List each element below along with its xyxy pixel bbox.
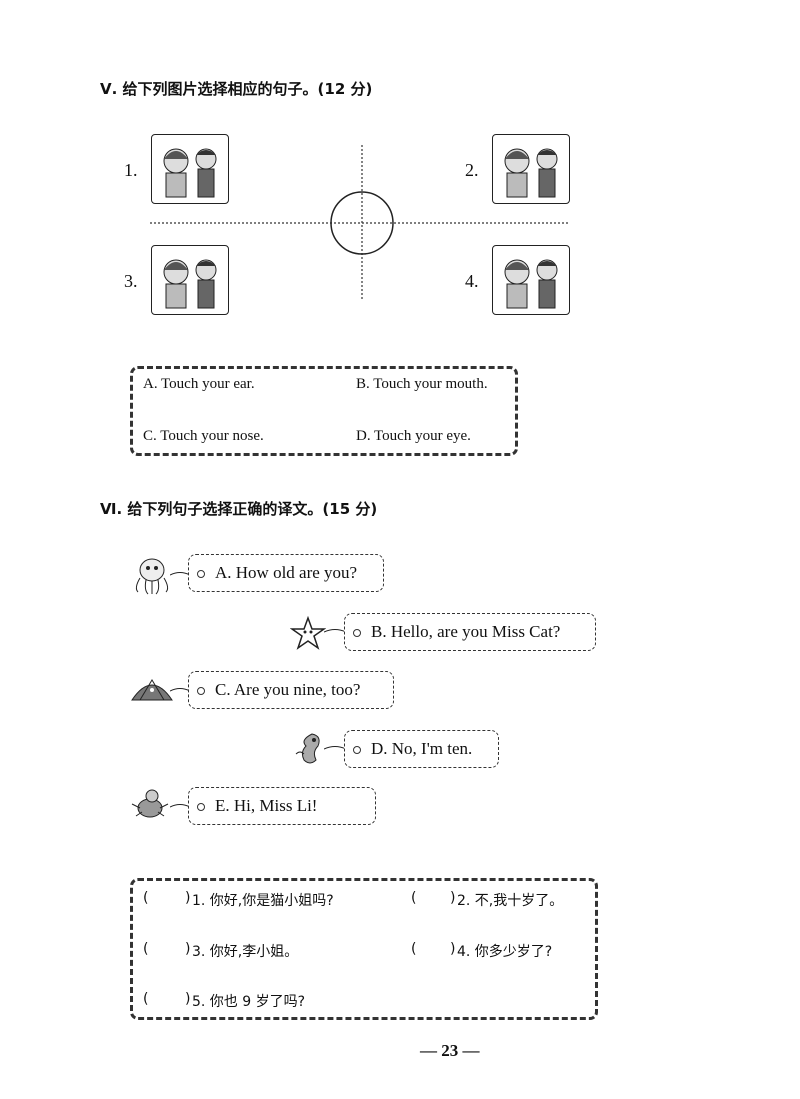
connector-line [324, 629, 346, 633]
bubble-dot [197, 570, 205, 578]
connector-line [170, 572, 190, 576]
connector-line [324, 746, 346, 750]
bubble-dot [353, 746, 361, 754]
picture-number-4: 4. [465, 271, 479, 291]
picture-number-2: 2. [465, 160, 479, 180]
sentence-e-text: E. Hi, Miss Li! [215, 796, 318, 815]
answer-2-open-paren: ( [411, 890, 417, 906]
picture-number-1: 1. [124, 160, 138, 180]
girl-boy-touch-icon [163, 259, 217, 309]
answer-box [130, 878, 598, 1020]
answer-1-close-paren: ) [185, 890, 191, 906]
picture-4 [492, 245, 570, 315]
shell-icon [131, 679, 173, 701]
bubble-dot [197, 687, 205, 695]
answer-4-open-paren: ( [411, 941, 417, 957]
girl-boy-touch-icon [163, 148, 217, 198]
seahorse-icon [295, 733, 320, 764]
option-b: B. Touch your mouth. [356, 376, 488, 392]
sentence-a-text: A. How old are you? [215, 563, 358, 582]
answer-3-close-paren: ) [185, 941, 191, 957]
answer-3-open-paren: ( [143, 941, 149, 957]
sentence-a: A. How old are you? [188, 554, 384, 592]
sentence-c: C. Are you nine, too? [188, 671, 394, 709]
turtle-icon [131, 789, 169, 818]
crosshair-divider [150, 145, 570, 300]
answer-2-close-paren: ) [450, 890, 456, 906]
answer-1-text: 1. 你好,你是猫小姐吗? [192, 893, 334, 909]
sentence-d-text: D. No, I'm ten. [371, 739, 473, 758]
girl-boy-touch-icon [504, 259, 558, 309]
picture-2 [492, 134, 570, 204]
sentence-b: B. Hello, are you Miss Cat? [344, 613, 596, 651]
picture-3 [151, 245, 229, 315]
answer-5-close-paren: ) [185, 991, 191, 1007]
answer-1-open-paren: ( [143, 890, 149, 906]
answer-4-close-paren: ) [450, 941, 456, 957]
sentence-b-text: B. Hello, are you Miss Cat? [371, 622, 561, 641]
octopus-icon [135, 558, 169, 595]
answer-3-text: 3. 你好,李小姐。 [192, 944, 299, 960]
option-c: C. Touch your nose. [143, 428, 264, 444]
option-d: D. Touch your eye. [356, 428, 471, 444]
answer-5-text: 5. 你也 9 岁了吗? [192, 994, 306, 1010]
option-a: A. Touch your ear. [143, 376, 255, 392]
options-box [130, 366, 518, 456]
answer-2-text: 2. 不,我十岁了。 [457, 893, 564, 909]
starfish-icon [290, 616, 326, 650]
girl-boy-touch-icon [504, 148, 558, 198]
bubble-dot [197, 803, 205, 811]
section-5-title: Ⅴ. 给下列图片选择相应的句子。(12 分) [100, 80, 373, 98]
page-number: — 23 — [420, 1041, 480, 1060]
answer-5-open-paren: ( [143, 991, 149, 1007]
section-6-title: Ⅵ. 给下列句子选择正确的译文。(15 分) [100, 500, 378, 518]
picture-number-3: 3. [124, 271, 138, 291]
sentence-e: E. Hi, Miss Li! [188, 787, 376, 825]
sentence-d: D. No, I'm ten. [344, 730, 499, 768]
picture-1 [151, 134, 229, 204]
bubble-dot [353, 629, 361, 637]
connector-line [170, 688, 190, 692]
answer-4-text: 4. 你多少岁了? [457, 944, 553, 960]
sentence-c-text: C. Are you nine, too? [215, 680, 361, 699]
connector-line [170, 804, 190, 808]
